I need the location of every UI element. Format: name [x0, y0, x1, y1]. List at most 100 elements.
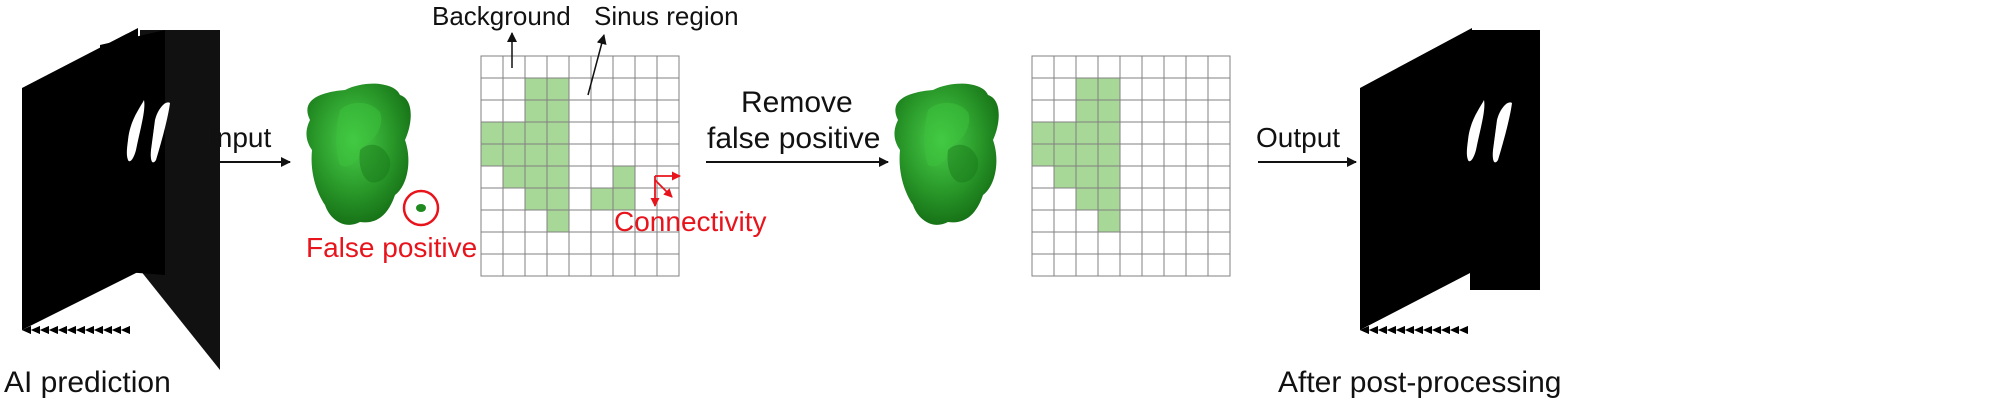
grid-cell-filled: [524, 187, 548, 211]
label-connectivity: Connectivity: [614, 206, 767, 237]
grid-cell: [1185, 99, 1209, 123]
grid-cell-filled: [524, 165, 548, 189]
grid-cell: [590, 253, 614, 277]
grid-cell: [502, 187, 526, 211]
grid-cell: [480, 253, 504, 277]
grid-cell: [502, 209, 526, 233]
grid-cell: [568, 253, 592, 277]
grid-cell: [1163, 231, 1187, 255]
grid-cell: [568, 77, 592, 101]
grid-cell: [568, 187, 592, 211]
grid-cell: [1141, 55, 1165, 79]
ai-prediction-slice-stack: [22, 28, 220, 370]
grid-cell: [1141, 253, 1165, 277]
grid-cell: [1141, 77, 1165, 101]
grid-cell: [524, 209, 548, 233]
grid-cell: [1207, 209, 1231, 233]
grid-cell: [1075, 209, 1099, 233]
grid-cell: [612, 143, 636, 167]
grid-cell: [1185, 165, 1209, 189]
grid-cell: [1031, 55, 1055, 79]
grid-cell: [1119, 55, 1143, 79]
grid-cell: [1053, 99, 1077, 123]
grid-cell: [502, 55, 526, 79]
grid-cell: [480, 231, 504, 255]
grid-cell: [568, 99, 592, 123]
grid-cell-filled: [546, 165, 570, 189]
grid-cell-filled: [1031, 143, 1055, 167]
grid-cell: [480, 209, 504, 233]
grid-cell: [634, 99, 658, 123]
grid-cell: [656, 55, 680, 79]
grid-cell: [1119, 253, 1143, 277]
grid-cell: [480, 99, 504, 123]
grid-cell: [568, 143, 592, 167]
grid-cell: [1031, 165, 1055, 189]
grid-cell-filled: [1097, 165, 1121, 189]
grid-cell: [1207, 187, 1231, 211]
grid-cell: [634, 77, 658, 101]
grid-cell: [656, 143, 680, 167]
grid-cell: [568, 165, 592, 189]
sinus-3d-model-with-false-positive: [306, 83, 440, 227]
slice-front: [1360, 28, 1472, 330]
voxel-grid-before: [480, 55, 680, 277]
grid-cell-filled: [546, 209, 570, 233]
slice-stack-edges: [1360, 326, 1468, 334]
grid-cell: [502, 253, 526, 277]
grid-cell-filled: [502, 143, 526, 167]
grid-cell-filled: [546, 99, 570, 123]
label-after-post-processing: After post-processing: [1278, 366, 1562, 399]
grid-cell-filled: [1075, 143, 1099, 167]
grid-cell: [1163, 187, 1187, 211]
grid-cell-filled: [524, 99, 548, 123]
grid-cell: [1119, 209, 1143, 233]
slice-front: [22, 28, 138, 330]
grid-cell: [568, 209, 592, 233]
grid-cell: [1141, 231, 1165, 255]
grid-cell: [502, 231, 526, 255]
grid-cell-filled: [1053, 143, 1077, 167]
grid-cell: [1163, 253, 1187, 277]
grid-cell: [1163, 143, 1187, 167]
grid-cell-filled: [502, 121, 526, 145]
post-processed-slice-stack: [1360, 28, 1540, 334]
label-background: Background: [432, 1, 571, 31]
grid-cell-filled: [1053, 165, 1077, 189]
grid-cell: [634, 55, 658, 79]
grid-cell: [1053, 253, 1077, 277]
grid-cell-filled: [1031, 121, 1055, 145]
grid-cell: [1097, 55, 1121, 79]
grid-cell: [480, 165, 504, 189]
grid-cell: [546, 231, 570, 255]
grid-cell-filled: [1075, 121, 1099, 145]
grid-cell: [524, 253, 548, 277]
grid-cell-filled: [546, 77, 570, 101]
grid-cell: [1141, 209, 1165, 233]
grid-cell: [590, 209, 614, 233]
label-false-positive: False positive: [306, 232, 478, 263]
grid-cell: [480, 55, 504, 79]
grid-cell: [1185, 253, 1209, 277]
grid-cell: [612, 55, 636, 79]
grid-cell-filled: [1097, 209, 1121, 233]
grid-cell: [1163, 121, 1187, 145]
segmentation-mask-shape: [1466, 100, 1485, 162]
connectivity-arrows: [650, 171, 681, 207]
grid-cell: [1163, 209, 1187, 233]
grid-cell: [1185, 187, 1209, 211]
grid-cell-filled: [1075, 77, 1099, 101]
grid-cell: [1141, 187, 1165, 211]
grid-cell-filled: [1097, 99, 1121, 123]
grid-cell: [590, 165, 614, 189]
grid-cell: [1075, 253, 1099, 277]
grid-cell-filled: [524, 77, 548, 101]
grid-cell: [656, 121, 680, 145]
grid-cell: [1053, 55, 1077, 79]
grid-cell-filled: [524, 121, 548, 145]
grid-cell: [1163, 99, 1187, 123]
grid-cell: [502, 99, 526, 123]
grid-cell: [1119, 187, 1143, 211]
grid-cell: [1075, 231, 1099, 255]
grid-cell: [612, 121, 636, 145]
